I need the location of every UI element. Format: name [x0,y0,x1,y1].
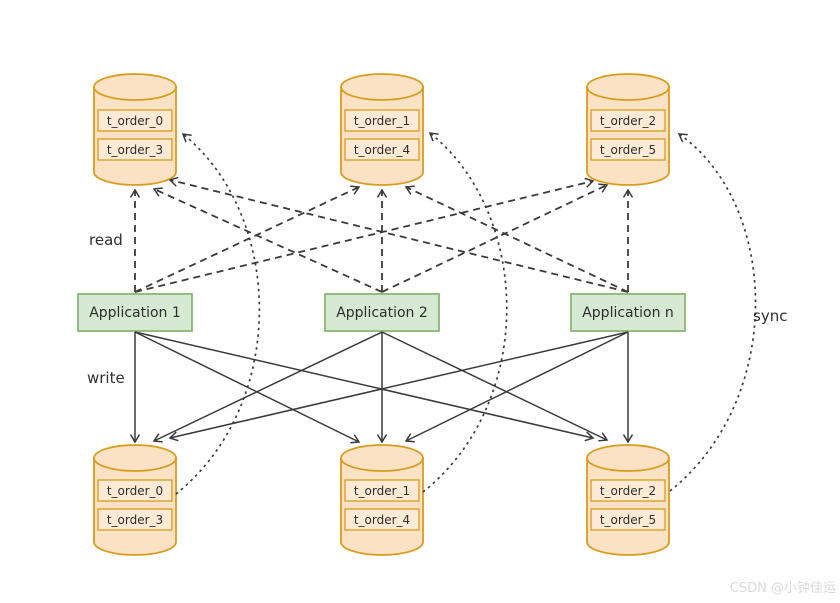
table-box [97,508,173,531]
primary-db-1: t_order_0 t_order_3 [93,444,177,556]
db-cylinder-body [93,457,177,556]
table-label: t_order_1 [354,114,410,128]
write-edge-appn-db2 [404,331,629,443]
table-box [590,508,666,531]
write-edge-app1-db3 [134,331,595,442]
table-box [590,138,666,161]
db-cylinder-top [586,73,670,101]
write-edge-app2-db1 [152,331,383,443]
table-label: t_order_3 [107,513,163,527]
read-edge-app1-db2 [134,185,361,293]
application-box [324,293,440,332]
db-cylinder-body [586,457,670,556]
db-cylinder-top [340,73,424,101]
replica-db-1: t_order_0 t_order_3 [93,73,177,186]
primary-db-3: t_order_2 t_order_5 [586,444,670,556]
sync-label: sync [753,307,787,325]
table-label: t_order_0 [107,114,163,128]
table-label: t_order_4 [354,143,410,157]
table-label: t_order_2 [600,114,656,128]
primary-db-2: t_order_1 t_order_4 [340,444,424,556]
read-edges [129,176,634,293]
write-label: write [87,369,125,387]
read-edge-app2-db1 [152,187,383,293]
table-box [344,109,420,132]
application-label: Application 1 [89,305,181,321]
table-label: t_order_1 [354,484,410,498]
table-box [590,479,666,502]
table-box [344,479,420,502]
table-label: t_order_3 [107,143,163,157]
write-edges [129,331,634,444]
table-box [97,138,173,161]
db-cylinder-body [586,86,670,186]
application-label: Application 2 [336,305,428,321]
db-cylinder-body [340,457,424,556]
table-label: t_order_0 [107,484,163,498]
application-n-node: Application n [570,293,686,332]
write-edge-appn-db1 [168,331,629,442]
table-box [344,508,420,531]
sync-edges [175,132,757,495]
db-cylinder-body [340,86,424,186]
db-cylinder-top [93,444,177,472]
write-edge-app2-db3 [381,331,609,442]
replica-db-2: t_order_1 t_order_4 [340,73,424,186]
application-2-node: Application 2 [324,293,440,332]
read-edge-appn-db1 [168,176,629,293]
watermark: CSDN @小钟佳运 [730,580,836,596]
db-cylinder-top [586,444,670,472]
db-cylinder-top [340,444,424,472]
read-edge-app2-db3 [381,183,609,293]
read-label: read [89,231,123,249]
table-box [97,109,173,132]
table-box [590,109,666,132]
sync-edge-db3 [669,133,757,492]
application-label: Application n [582,305,674,321]
application-box [570,293,686,332]
table-label: t_order_2 [600,484,656,498]
table-box [97,479,173,502]
table-label: t_order_5 [600,143,656,157]
table-label: t_order_5 [600,513,656,527]
application-1-node: Application 1 [77,293,193,332]
read-edge-app1-db3 [134,177,595,293]
read-edge-appn-db2 [404,185,629,293]
table-box [344,138,420,161]
application-box [77,293,193,332]
db-cylinder-body [93,86,177,186]
table-label: t_order_4 [354,513,410,527]
replica-db-3: t_order_2 t_order_5 [586,73,670,186]
db-cylinder-top [93,73,177,101]
